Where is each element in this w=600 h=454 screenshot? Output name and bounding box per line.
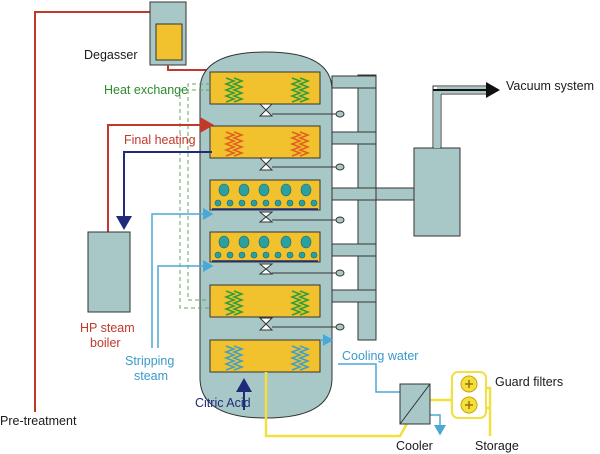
heat-exchange-loop: [179, 83, 210, 309]
steam-label: steam: [134, 369, 169, 383]
degasser-vessel: [149, 1, 187, 66]
storage-label: Storage: [475, 439, 519, 453]
hp-steam-label: HP steam: [80, 321, 135, 335]
final-heating-label: Final heating: [124, 133, 196, 147]
stripping-label: Stripping: [125, 354, 175, 368]
vacuum-manifold: [331, 74, 490, 341]
feed-line: [34, 8, 178, 412]
cooling-water-line: [320, 334, 446, 436]
vacuum-arrow-icon: [433, 82, 500, 98]
degasser-label: Degasser: [84, 48, 138, 62]
citric-acid-label: Citric Acid: [195, 396, 251, 410]
boiler-label: boiler: [90, 336, 121, 350]
cooler-unit: [399, 383, 431, 425]
guard-filter-icon: [451, 371, 487, 419]
valve-icon: [258, 103, 274, 331]
cooler-label: Cooler: [396, 439, 433, 453]
hp-steam-lines: [107, 117, 214, 232]
cooling-water-label: Cooling water: [342, 349, 419, 363]
vacuum-system-label: Vacuum system: [506, 79, 594, 93]
pre-treatment-label: Pre-treatment: [0, 414, 77, 428]
hp-steam-boiler: [87, 231, 131, 313]
tray-stack: [209, 71, 321, 373]
stripping-steam-lines: [151, 208, 214, 348]
heat-exchange-label: Heat exchange: [104, 83, 189, 97]
guard-filters-label: Guard filters: [495, 375, 564, 389]
sight-ports: [272, 110, 345, 331]
